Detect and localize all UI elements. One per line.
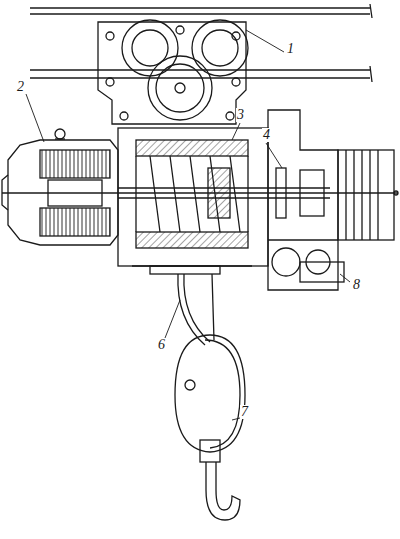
callout-number: 3 [236,108,245,122]
gearbox [208,110,338,290]
callout-number: 4 [262,128,271,142]
i-beam [30,4,372,82]
hook-block [175,335,245,520]
callout-number: 8 [352,278,361,292]
callout-number: 6 [157,338,166,352]
rope [178,274,214,345]
limit-switch [300,262,344,282]
callout-number: 7 [240,405,249,419]
brake-housing [338,150,398,240]
leader-lines [26,30,350,420]
callout-number: 2 [16,80,25,94]
motor [2,129,118,245]
callout-number: 1 [286,42,295,56]
drum [118,128,268,274]
trolley [98,20,248,124]
